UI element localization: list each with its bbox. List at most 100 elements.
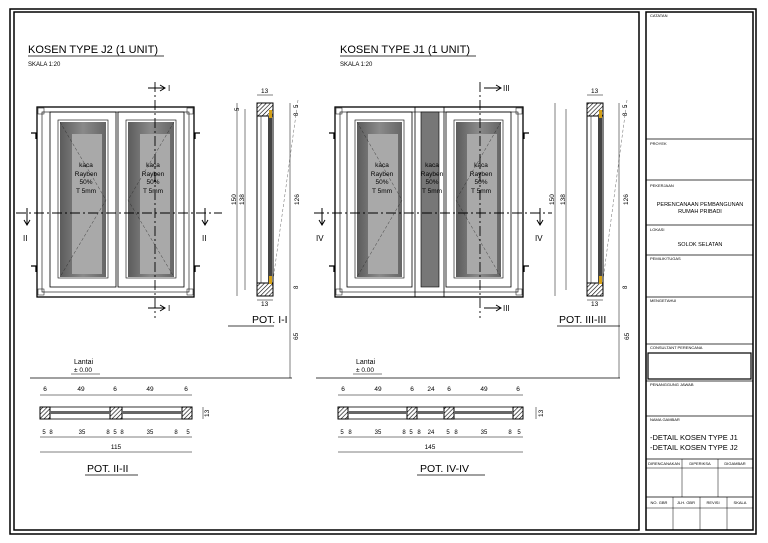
svg-text:8: 8 (106, 430, 110, 436)
svg-text:8: 8 (623, 285, 629, 289)
svg-text:6: 6 (447, 386, 451, 393)
svg-text:8: 8 (49, 430, 53, 436)
svg-text:SKALA: SKALA (734, 500, 747, 505)
j1-outer-frame (334, 106, 524, 298)
svg-text:126: 126 (294, 194, 301, 205)
svg-text:T 5mm: T 5mm (76, 188, 96, 195)
svg-text:T 5mm: T 5mm (471, 188, 491, 195)
svg-text:13: 13 (261, 88, 269, 95)
svg-text:± 0.00: ± 0.00 (356, 367, 374, 374)
svg-text:150: 150 (549, 194, 556, 205)
drawing-area-border (13, 11, 640, 531)
title-block-border (645, 11, 754, 531)
svg-text:50%: 50% (375, 179, 388, 186)
svg-text:IV: IV (316, 234, 324, 243)
drawing-name-1: -DETAIL KOSEN TYPE J1 (650, 433, 738, 442)
j2-scale: SKALA 1:20 (28, 62, 61, 68)
kosen-j2: KOSEN TYPE J2 (1 UNIT) SKALA 1:20 kaca R… (16, 44, 301, 476)
svg-text:kaca: kaca (474, 162, 488, 169)
svg-text:115: 115 (111, 444, 122, 451)
svg-text:138: 138 (239, 194, 246, 205)
svg-text:24: 24 (428, 430, 435, 436)
svg-text:8: 8 (402, 430, 406, 436)
svg-text:13: 13 (591, 88, 599, 95)
j2-sash-left (49, 111, 117, 288)
svg-text:24: 24 (427, 386, 435, 393)
svg-text:LOKASI: LOKASI (650, 227, 664, 232)
svg-text:MENGETAHUI: MENGETAHUI (650, 298, 676, 303)
svg-text:5: 5 (294, 104, 300, 108)
svg-text:III: III (503, 304, 510, 313)
svg-text:126: 126 (623, 194, 630, 205)
svg-text:13: 13 (204, 409, 211, 417)
sheet-border (9, 8, 757, 535)
svg-text:5: 5 (340, 430, 344, 436)
svg-text:NAMA GAMBAR: NAMA GAMBAR (650, 417, 680, 422)
svg-text:65: 65 (293, 332, 300, 340)
svg-text:13: 13 (591, 301, 599, 308)
j1-pot-iii-title: POT. III-III (559, 314, 606, 326)
svg-text:8: 8 (348, 430, 352, 436)
svg-text:CONSULTANT PERENCANA: CONSULTANT PERENCANA (650, 345, 703, 350)
svg-text:6: 6 (410, 386, 414, 393)
svg-text:6: 6 (113, 386, 117, 393)
svg-text:8: 8 (454, 430, 458, 436)
j1-pot-iv-title: POT. IV-IV (420, 463, 469, 475)
svg-text:PEKERJAAN: PEKERJAAN (650, 183, 674, 188)
svg-text:49: 49 (374, 386, 382, 393)
svg-text:6: 6 (341, 386, 345, 393)
title-block: CATATAN PROYEK PEKERJAAN PERENCANAAN PEM… (646, 13, 753, 530)
j2-glass-label-1: kaca (79, 162, 93, 169)
j1-sash-right (445, 111, 512, 288)
svg-text:50%: 50% (146, 179, 159, 186)
svg-text:65: 65 (624, 332, 631, 340)
svg-text:T 5mm: T 5mm (422, 188, 442, 195)
svg-text:NO. GBR: NO. GBR (651, 500, 668, 505)
svg-text:I: I (168, 304, 170, 313)
svg-text:RUMAH PRIBADI: RUMAH PRIBADI (678, 209, 722, 215)
svg-text:35: 35 (481, 430, 488, 436)
svg-text:35: 35 (79, 430, 86, 436)
j2-horizontal-section: 6 49 6 49 6 13 5 8 35 8 5 8 35 (39, 386, 211, 476)
svg-text:REVISI: REVISI (706, 500, 719, 505)
svg-text:SKALA 1:20: SKALA 1:20 (340, 62, 373, 68)
j1-title: KOSEN TYPE J1 (1 UNIT) (340, 44, 470, 56)
j1-sash-left (346, 111, 413, 288)
svg-text:Rayben: Rayben (470, 171, 493, 178)
svg-text:5: 5 (446, 430, 450, 436)
j1-vertical-section: 13 13 150 138 126 8 8 5 65 POT. III-III (549, 88, 631, 378)
svg-text:13: 13 (261, 301, 269, 308)
svg-text:35: 35 (375, 430, 382, 436)
svg-text:8: 8 (174, 430, 178, 436)
svg-text:50%: 50% (474, 179, 487, 186)
j1-glass-fixed (420, 111, 440, 288)
kosen-j1: KOSEN TYPE J1 (1 UNIT) SKALA 1:20 kaca R… (314, 44, 631, 476)
svg-text:I: I (168, 84, 170, 93)
svg-text:II: II (23, 234, 27, 243)
svg-text:5: 5 (113, 430, 117, 436)
svg-text:SOLOK SELATAN: SOLOK SELATAN (678, 242, 723, 248)
svg-text:5: 5 (517, 430, 521, 436)
svg-text:PEMILIK/TUGAS: PEMILIK/TUGAS (650, 256, 681, 261)
svg-text:Rayben: Rayben (371, 171, 394, 178)
svg-text:DIRENCANAKAN: DIRENCANAKAN (648, 461, 680, 466)
svg-text:kaca: kaca (146, 162, 160, 169)
svg-text:DIPERIKSA: DIPERIKSA (689, 461, 711, 466)
svg-text:138: 138 (560, 194, 567, 205)
svg-text:8: 8 (120, 430, 124, 436)
svg-text:CATATAN: CATATAN (650, 13, 668, 18)
drawing-name-2: -DETAIL KOSEN TYPE J2 (650, 443, 738, 452)
svg-text:13: 13 (538, 409, 545, 417)
svg-text:6: 6 (516, 386, 520, 393)
svg-text:JLH. GBR: JLH. GBR (677, 500, 695, 505)
svg-text:5: 5 (409, 430, 413, 436)
j1-horizontal-section: 6 49 6 24 6 49 6 13 5 8 35 8 (337, 386, 545, 476)
j2-pot-i-title: POT. I-I (252, 314, 288, 326)
svg-text:150: 150 (231, 194, 238, 205)
svg-text:Rayben: Rayben (75, 171, 98, 178)
svg-text:49: 49 (480, 386, 488, 393)
svg-text:T 5mm: T 5mm (143, 188, 163, 195)
svg-text:Lantai: Lantai (356, 359, 376, 366)
svg-text:Rayben: Rayben (421, 171, 444, 178)
